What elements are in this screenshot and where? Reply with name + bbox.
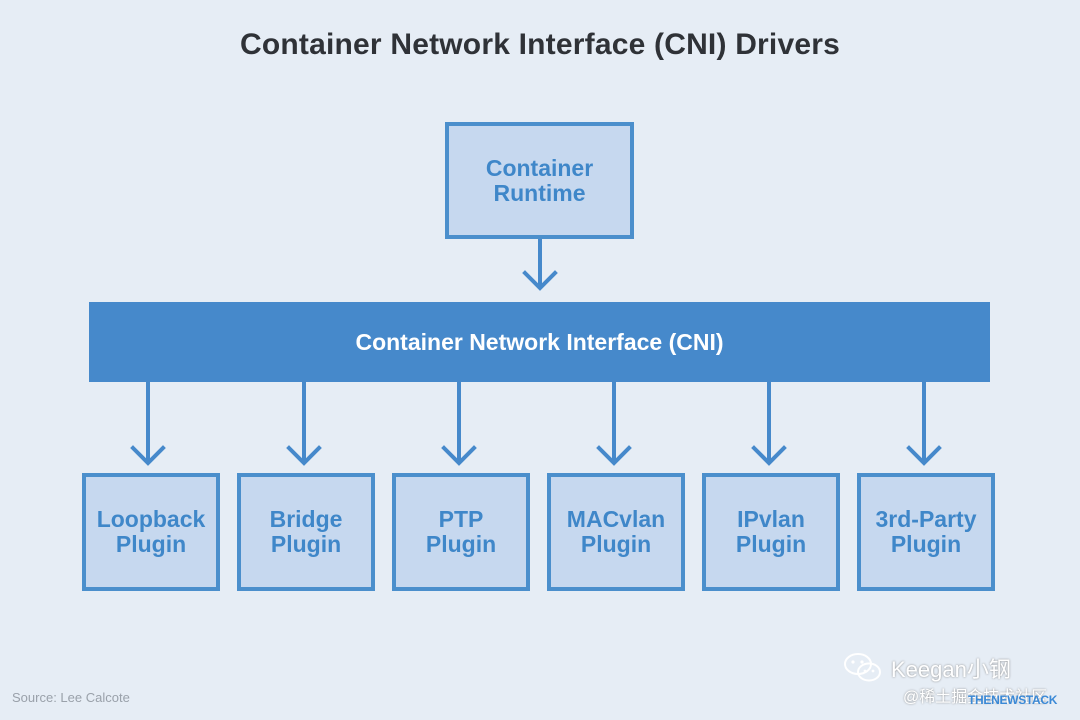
3rd-party-plugin-box: 3rd-Party Plugin: [857, 473, 995, 591]
cni-bar-label: Container Network Interface (CNI): [355, 328, 724, 355]
arrow-cni-to-ipvlan: [751, 380, 787, 466]
arrow-cni-to-macvlan: [596, 380, 632, 466]
ptp-plugin-box: PTP Plugin: [392, 473, 530, 591]
macvlan-plugin-box: MACvlan Plugin: [547, 473, 685, 591]
arrow-runtime-to-cni: [522, 237, 558, 291]
plugin-label: IPvlan Plugin: [735, 506, 807, 557]
plugin-label: MACvlan Plugin: [566, 506, 666, 557]
wechat-icon: [843, 651, 883, 685]
the-new-stack-logo: THENEWSTACK: [968, 693, 1058, 707]
loopback-plugin-box: Loopback Plugin: [82, 473, 220, 591]
diagram-title: Container Network Interface (CNI) Driver…: [239, 28, 840, 61]
arrow-cni-to-bridge: [286, 380, 322, 466]
watermark-community: @稀土掘金技术社区: [903, 689, 1048, 706]
ipvlan-plugin-box: IPvlan Plugin: [702, 473, 840, 591]
watermark-name: Keegan小钢: [891, 657, 1011, 682]
plugin-label: 3rd-Party Plugin: [875, 506, 977, 557]
arrow-cni-to-loopback: [130, 380, 166, 466]
arrow-cni-to-ptp: [441, 380, 477, 466]
container-runtime-box: Container Runtime: [445, 122, 634, 239]
container-runtime-label: Container Runtime: [485, 154, 594, 206]
plugin-label: Bridge Plugin: [269, 506, 343, 557]
bridge-plugin-box: Bridge Plugin: [237, 473, 375, 591]
arrow-cni-to-3rd-party: [906, 380, 942, 466]
source-credit: Source: Lee Calcote: [12, 690, 130, 705]
plugin-label: Loopback Plugin: [96, 506, 206, 557]
watermark: Keegan小钢: [843, 651, 1011, 685]
cni-bar: Container Network Interface (CNI): [89, 302, 990, 382]
plugin-label: PTP Plugin: [425, 506, 497, 557]
